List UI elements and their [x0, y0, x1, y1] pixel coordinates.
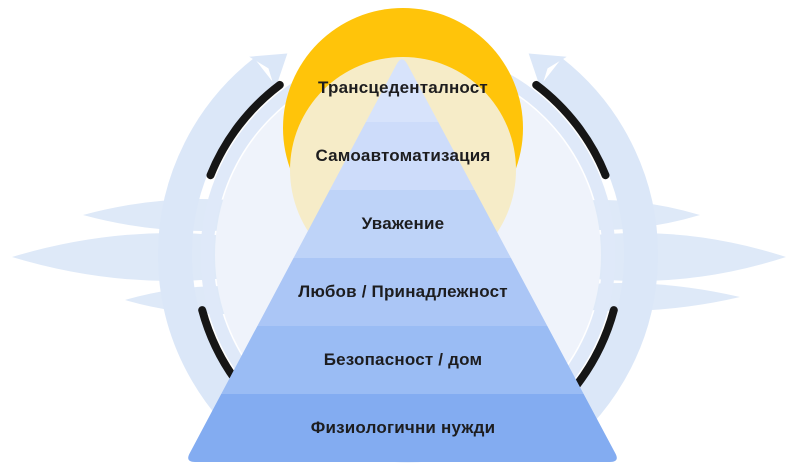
pyramid-level-6-label: Физиологични нужди	[310, 418, 496, 437]
pyramid-level-2-label: Самоавтоматизация	[315, 146, 491, 165]
pyramid-level-3-label: Уважение	[361, 214, 445, 233]
sketch-arc-lower-right	[571, 306, 618, 391]
pyramid-level-6	[188, 394, 617, 463]
pyramid-level-4-label: Любов / Принадлежност	[298, 282, 508, 301]
cycle-arrow-right	[528, 53, 659, 460]
sketch-arc-upper-right	[532, 80, 610, 180]
sketch-arc-upper-left	[206, 80, 284, 180]
pyramid-level-5	[188, 326, 617, 394]
sketch-arcs	[198, 80, 618, 391]
pyramid-level-1-label: Трансцеденталност	[318, 78, 488, 97]
pyramid-level-5-label: Безопасност / дом	[323, 350, 483, 369]
